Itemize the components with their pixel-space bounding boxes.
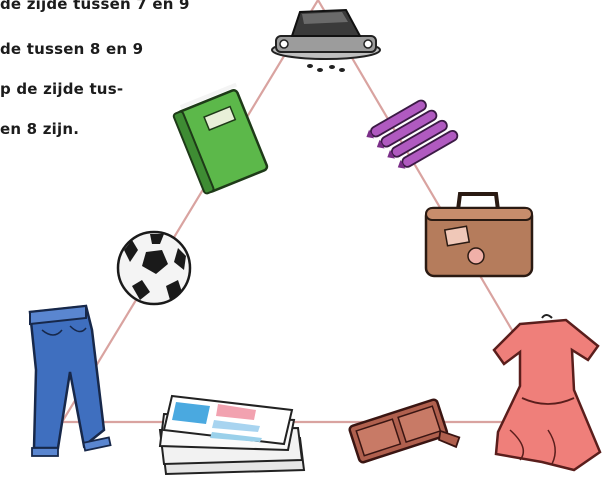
suitcase-icon[interactable]	[426, 194, 532, 276]
notebook-icon[interactable]	[171, 85, 270, 195]
soccer-ball-icon[interactable]	[118, 232, 190, 304]
wallet-icon[interactable]	[349, 396, 462, 477]
jeans-icon[interactable]	[30, 306, 111, 456]
pens-icon[interactable]	[364, 93, 459, 178]
newspapers-icon[interactable]	[160, 396, 304, 474]
dress-icon[interactable]	[494, 315, 600, 470]
triangle-left-side	[62, 0, 318, 422]
hole-punch-icon[interactable]	[272, 10, 380, 72]
